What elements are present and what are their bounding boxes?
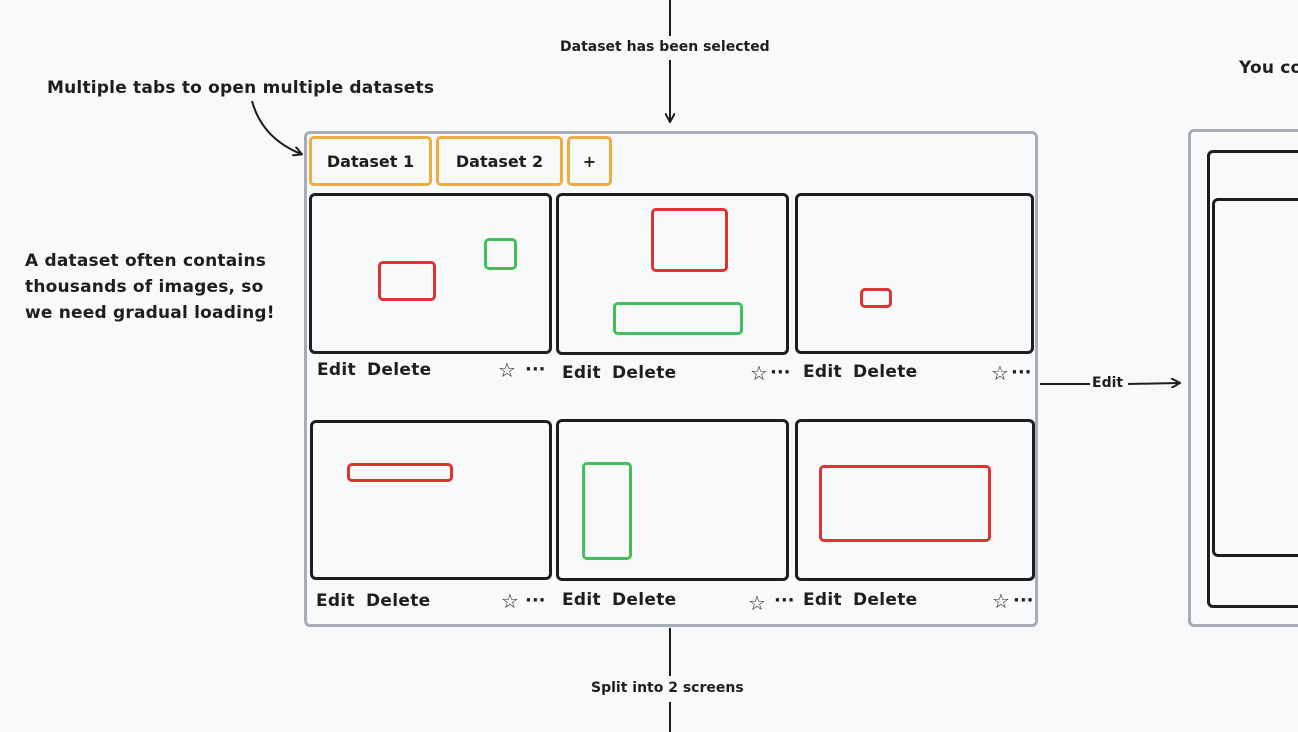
- star-icon[interactable]: ☆: [991, 361, 1009, 385]
- edit-button[interactable]: Edit: [316, 591, 355, 611]
- arrow-edit-right: [1127, 383, 1179, 384]
- red-bounding-box: [860, 288, 892, 308]
- add-tab-button[interactable]: +: [567, 136, 612, 186]
- annotation-edit-arrow: Edit: [1092, 375, 1124, 391]
- delete-button[interactable]: Delete: [612, 590, 677, 610]
- star-icon[interactable]: ☆: [748, 591, 766, 615]
- star-icon[interactable]: ☆: [992, 589, 1010, 613]
- image-card-1[interactable]: [309, 193, 552, 354]
- star-icon[interactable]: ☆: [498, 358, 516, 382]
- annotation-dataset-selected: Dataset has been selected: [560, 39, 770, 55]
- delete-button[interactable]: Delete: [853, 590, 918, 610]
- edit-button[interactable]: Edit: [803, 362, 842, 382]
- star-icon[interactable]: ☆: [501, 589, 519, 613]
- more-icon[interactable]: ···: [1013, 590, 1034, 611]
- red-bounding-box: [651, 208, 728, 272]
- image-card-2[interactable]: [556, 193, 789, 355]
- delete-button[interactable]: Delete: [367, 360, 432, 380]
- green-bounding-box: [484, 238, 517, 270]
- arrow-tabs-curve: [251, 100, 301, 154]
- red-bounding-box: [378, 261, 436, 301]
- edit-button[interactable]: Edit: [562, 363, 601, 383]
- delete-button[interactable]: Delete: [612, 363, 677, 383]
- tab-dataset-2[interactable]: Dataset 2: [436, 136, 563, 186]
- delete-button[interactable]: Delete: [366, 591, 431, 611]
- dataset-panel: [304, 131, 1038, 627]
- delete-button[interactable]: Delete: [853, 362, 918, 382]
- annotation-right-note: You co: [1239, 58, 1298, 78]
- red-bounding-box: [347, 463, 453, 482]
- tab-dataset-1[interactable]: Dataset 1: [309, 136, 432, 186]
- edit-screen-panel: [1188, 129, 1298, 627]
- annotation-gradual-loading: A dataset often contains thousands of im…: [25, 251, 275, 323]
- edit-screen-outer-frame: [1207, 150, 1298, 608]
- edit-button[interactable]: Edit: [803, 590, 842, 610]
- red-bounding-box: [819, 465, 991, 542]
- star-icon[interactable]: ☆: [750, 361, 768, 385]
- tab-label: Dataset 1: [326, 151, 415, 171]
- more-icon[interactable]: ···: [525, 590, 546, 611]
- edit-screen-image-area: [1212, 198, 1298, 557]
- more-icon[interactable]: ···: [770, 362, 791, 383]
- add-tab-label: +: [582, 151, 597, 171]
- more-icon[interactable]: ···: [525, 359, 546, 380]
- more-icon[interactable]: ···: [1011, 362, 1032, 383]
- image-card-6[interactable]: [795, 419, 1035, 581]
- edit-button[interactable]: Edit: [562, 590, 601, 610]
- annotation-split-screens: Split into 2 screens: [591, 680, 744, 696]
- image-card-3[interactable]: [795, 193, 1034, 354]
- edit-button[interactable]: Edit: [317, 360, 356, 380]
- tab-label: Dataset 2: [455, 151, 544, 171]
- image-card-5[interactable]: [556, 419, 789, 581]
- green-bounding-box: [613, 302, 743, 335]
- image-card-4[interactable]: [310, 420, 552, 580]
- green-bounding-box: [582, 462, 632, 560]
- annotation-multiple-tabs: Multiple tabs to open multiple datasets: [47, 78, 435, 98]
- more-icon[interactable]: ···: [774, 590, 795, 611]
